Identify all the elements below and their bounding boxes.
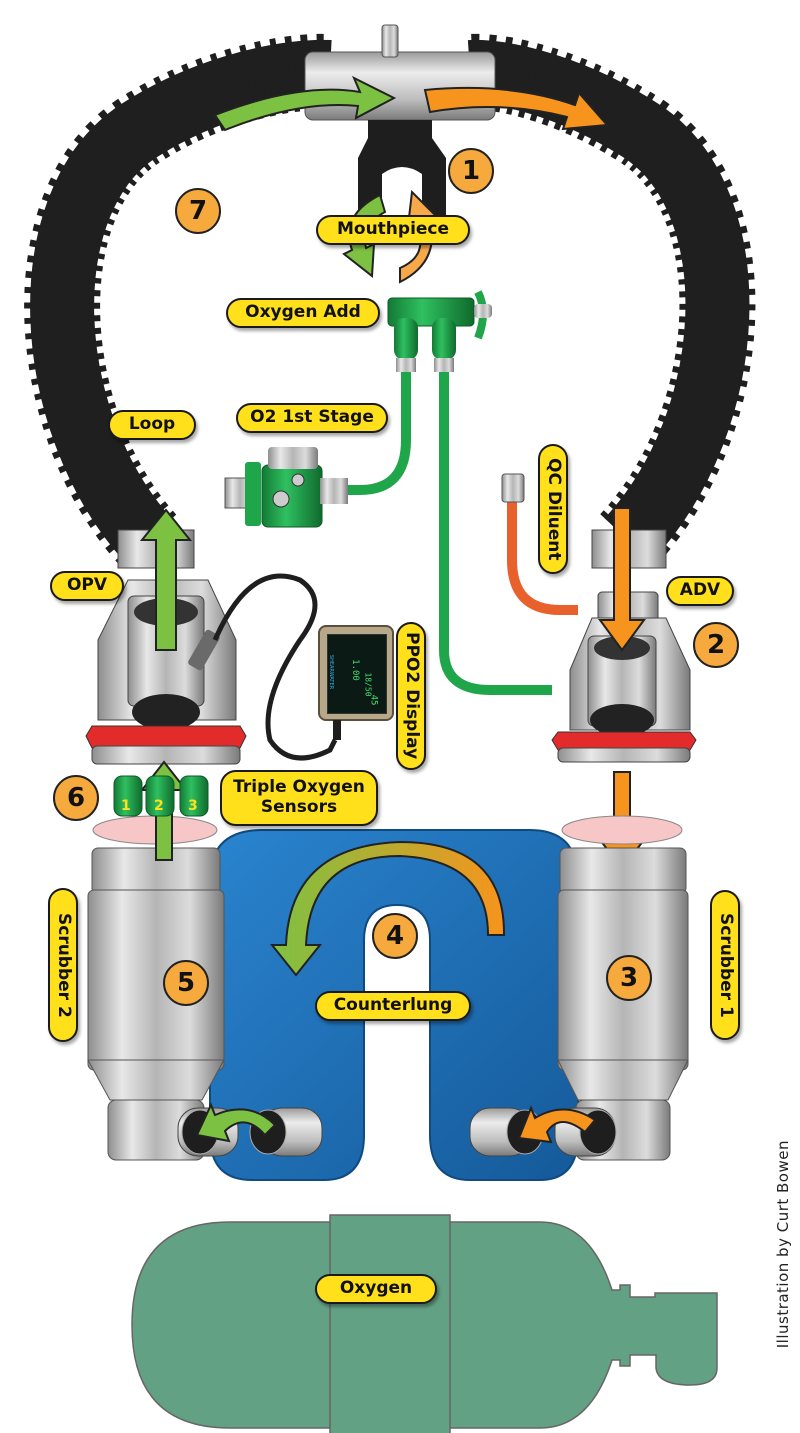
step-number-1: 1 bbox=[448, 148, 494, 194]
exhale-flow-arrow-top bbox=[423, 86, 610, 131]
display-cable bbox=[333, 720, 341, 740]
sensor-cable bbox=[212, 573, 338, 761]
label-adv: ADV bbox=[666, 576, 734, 606]
label-loop: Loop bbox=[108, 410, 196, 440]
breathing-loop-hose bbox=[24, 33, 756, 566]
label-triple-oxygen-sensors: Triple Oxygen Sensors bbox=[220, 770, 378, 826]
label-qc-diluent: QC Diluent bbox=[538, 444, 568, 574]
sensor-number-2: 2 bbox=[154, 798, 164, 814]
inhale-flow-arrow-top bbox=[213, 75, 397, 132]
adv-valve bbox=[551, 529, 697, 763]
label-o2-1st-stage: O2 1st Stage bbox=[236, 403, 388, 433]
label-opv: OPV bbox=[50, 571, 124, 601]
port-flow-arrow-right bbox=[517, 1105, 597, 1144]
ppo2-display-handset: SHEARWATER 1.00 18/50 45 bbox=[318, 625, 394, 721]
port-flow-arrow-left bbox=[195, 1102, 277, 1143]
oxygen-add-manifold bbox=[387, 290, 492, 372]
label-scrubber-2: Scrubber 2 bbox=[48, 888, 78, 1042]
display-reading: 1.00 bbox=[349, 659, 360, 681]
label-oxygen: Oxygen bbox=[315, 1274, 437, 1304]
o2-first-stage-regulator bbox=[224, 447, 348, 528]
diluent-hose bbox=[507, 500, 578, 615]
step-number-4: 4 bbox=[372, 913, 418, 959]
sensor-number-3: 3 bbox=[188, 798, 198, 814]
qc-diluent-fitting bbox=[501, 473, 525, 503]
oxygen-cylinder bbox=[131, 1214, 718, 1433]
oxygen-hose-first-stage bbox=[340, 372, 411, 495]
label-mouthpiece: Mouthpiece bbox=[316, 215, 470, 245]
oxygen-hose-adv bbox=[439, 372, 552, 695]
display-reading: 18/50 bbox=[363, 672, 373, 697]
label-scrubber-1: Scrubber 1 bbox=[710, 890, 740, 1040]
scrubber-2-canister bbox=[87, 815, 225, 1161]
step-number-3: 3 bbox=[606, 955, 652, 1001]
counterlung-flow-arrow bbox=[269, 840, 506, 977]
display-reading: 45 bbox=[368, 694, 379, 706]
label-ppo2-display: PPO2 Display bbox=[396, 622, 426, 770]
ppo2-screen: SHEARWATER 1.00 18/50 45 bbox=[327, 634, 387, 714]
oxygen-sensors bbox=[113, 775, 209, 817]
step-number-6: 6 bbox=[53, 775, 99, 821]
illustration-credit: Illustration by Curt Bowen bbox=[774, 1140, 792, 1349]
exhale-flow-arrow-adv bbox=[598, 507, 646, 652]
step-number-7: 7 bbox=[175, 188, 221, 234]
label-counterlung: Counterlung bbox=[315, 991, 471, 1021]
sensor-number-1: 1 bbox=[121, 798, 131, 814]
step-number-2: 2 bbox=[693, 622, 739, 668]
display-brand: SHEARWATER bbox=[328, 654, 335, 690]
step-number-5: 5 bbox=[163, 960, 209, 1006]
inhale-flow-arrow-opv bbox=[139, 508, 193, 651]
mouthpiece-exhale-arrow bbox=[399, 189, 440, 284]
label-oxygen-add: Oxygen Add bbox=[226, 298, 380, 328]
